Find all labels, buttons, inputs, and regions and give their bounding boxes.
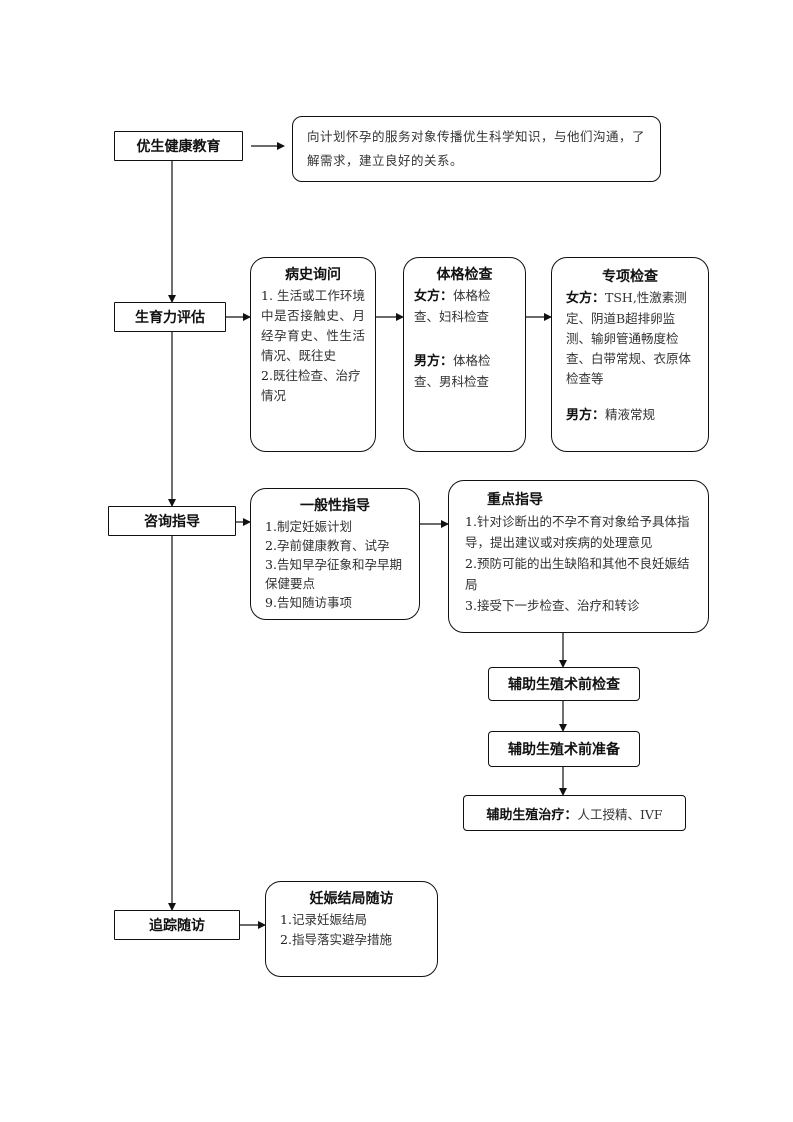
list-item-text: 既往检查、治疗情况 — [261, 368, 361, 403]
outcome-box: 妊娠结局随访 1.记录妊娠结局 2.指导落实避孕措施 — [265, 881, 438, 977]
special-female: 女方：TSH,性激素测定、阴道B超排卵监测、输卵管通畅度检查、白带常规、衣原体检… — [566, 288, 694, 389]
list-item-text: 指导落实避孕措施 — [291, 932, 392, 947]
outcome-list: 1.记录妊娠结局 2.指导落实避孕措施 — [280, 910, 423, 950]
female-label: 女方： — [414, 289, 454, 304]
list-item-number: 2. — [280, 932, 292, 947]
list-item-number: 1. — [265, 519, 277, 534]
list-item-number: 2. — [465, 556, 477, 571]
special-male: 男方：精液常规 — [566, 405, 694, 426]
list-item-number: 2. — [265, 538, 277, 553]
general-list: 1.制定妊娠计划 2.孕前健康教育、试孕 3.告知早孕征象和孕早期保健要点 9.… — [265, 517, 405, 612]
stage-education-label: 优生健康教育 — [136, 139, 221, 155]
list-item: 1.针对诊断出的不孕不育对象给予具体指导，提出建议或对疾病的处理意见 — [465, 511, 692, 553]
stage-followup-label: 追踪随访 — [149, 918, 205, 934]
art-pre-prep-box: 辅助生殖术前准备 — [488, 731, 640, 767]
art-pre-prep-label: 辅助生殖术前准备 — [508, 742, 620, 758]
art-pre-exam-label: 辅助生殖术前检查 — [508, 677, 620, 693]
list-item-text: 告知早孕征象和孕早期保健要点 — [265, 557, 402, 591]
list-item: 1.记录妊娠结局 — [280, 910, 423, 930]
special-box: 专项检查 女方：TSH,性激素测定、阴道B超排卵监测、输卵管通畅度检查、白带常规… — [551, 257, 709, 452]
physical-title: 体格检查 — [436, 267, 493, 283]
list-item: 2.既往检查、治疗情况 — [261, 366, 365, 406]
stage-assessment: 生育力评估 — [114, 302, 226, 332]
art-treatment-label: 辅助生殖治疗： — [486, 807, 578, 823]
physical-female-text: 体格检查、妇科检查 — [414, 288, 491, 324]
list-item-number: 3. — [465, 598, 477, 613]
stage-counseling: 咨询指导 — [108, 506, 236, 536]
list-item: 2.预防可能的出生缺陷和其他不良妊娠结局 — [465, 553, 692, 595]
list-item: 1. 生活或工作环境中是否接触史、月经孕育史、性生活情况、既往史 — [261, 286, 365, 366]
male-label: 男方： — [414, 354, 454, 369]
art-treatment-box: 辅助生殖治疗：人工授精、IVF — [463, 795, 686, 831]
list-item-number: 9. — [265, 595, 277, 610]
education-note-text: 向计划怀孕的服务对象传播优生科学知识，与他们沟通，了解需求，建立良好的关系。 — [307, 129, 646, 168]
list-item-text: 接受下一步检查、治疗和转诊 — [476, 598, 640, 613]
list-item: 3.告知早孕征象和孕早期保健要点 — [265, 555, 405, 593]
list-item-text: 针对诊断出的不孕不育对象给予具体指导，提出建议或对疾病的处理意见 — [465, 514, 690, 550]
list-item: 2.指导落实避孕措施 — [280, 930, 423, 950]
stage-counseling-label: 咨询指导 — [144, 514, 200, 530]
stage-assessment-label: 生育力评估 — [135, 310, 205, 326]
physical-female: 女方：体格检查、妇科检查 — [414, 286, 515, 327]
key-title: 重点指导 — [487, 492, 543, 508]
history-list: 1. 生活或工作环境中是否接触史、月经孕育史、性生活情况、既往史 2.既往检查、… — [261, 286, 365, 406]
list-item-text: 告知随访事项 — [276, 595, 352, 610]
stage-followup: 追踪随访 — [114, 910, 240, 940]
education-note-box: 向计划怀孕的服务对象传播优生科学知识，与他们沟通，了解需求，建立良好的关系。 — [292, 116, 661, 182]
list-item-number: 1. — [465, 514, 477, 529]
physical-male-text: 体格检查、男科检查 — [414, 353, 491, 389]
special-female-text: TSH,性激素测定、阴道B超排卵监测、输卵管通畅度检查、白带常规、衣原体检查等 — [566, 290, 692, 386]
list-item: 9.告知随访事项 — [265, 593, 405, 612]
history-title: 病史询问 — [285, 267, 341, 283]
list-item-text: 记录妊娠结局 — [291, 912, 367, 927]
outcome-title: 妊娠结局随访 — [309, 891, 394, 907]
physical-box: 体格检查 女方：体格检查、妇科检查 男方：体格检查、男科检查 — [403, 257, 526, 452]
special-male-text: 精液常规 — [605, 407, 656, 422]
list-item-text: 预防可能的出生缺陷和其他不良妊娠结局 — [465, 556, 690, 592]
list-item-number: 2. — [261, 368, 273, 383]
list-item-number: 1. — [261, 288, 273, 303]
list-item-number: 3. — [265, 557, 277, 572]
key-list: 1.针对诊断出的不孕不育对象给予具体指导，提出建议或对疾病的处理意见 2.预防可… — [465, 511, 692, 616]
list-item-text: 制定妊娠计划 — [276, 519, 352, 534]
list-item: 2.孕前健康教育、试孕 — [265, 536, 405, 555]
female-label: 女方： — [566, 291, 606, 306]
list-item-number: 1. — [280, 912, 292, 927]
stage-education: 优生健康教育 — [114, 131, 243, 161]
list-item-text: 生活或工作环境中是否接触史、月经孕育史、性生活情况、既往史 — [261, 288, 365, 363]
history-box: 病史询问 1. 生活或工作环境中是否接触史、月经孕育史、性生活情况、既往史 2.… — [250, 257, 376, 452]
art-treatment-text: 人工授精、IVF — [577, 806, 663, 822]
physical-male: 男方：体格检查、男科检查 — [414, 351, 515, 392]
general-title: 一般性指导 — [300, 498, 370, 514]
general-box: 一般性指导 1.制定妊娠计划 2.孕前健康教育、试孕 3.告知早孕征象和孕早期保… — [250, 488, 420, 620]
list-item: 3.接受下一步检查、治疗和转诊 — [465, 595, 692, 616]
list-item: 1.制定妊娠计划 — [265, 517, 405, 536]
list-item-text: 孕前健康教育、试孕 — [276, 538, 390, 553]
special-title: 专项检查 — [602, 269, 658, 285]
art-pre-exam-box: 辅助生殖术前检查 — [488, 667, 640, 701]
key-box: 重点指导 1.针对诊断出的不孕不育对象给予具体指导，提出建议或对疾病的处理意见 … — [448, 480, 709, 633]
male-label: 男方： — [566, 408, 606, 423]
